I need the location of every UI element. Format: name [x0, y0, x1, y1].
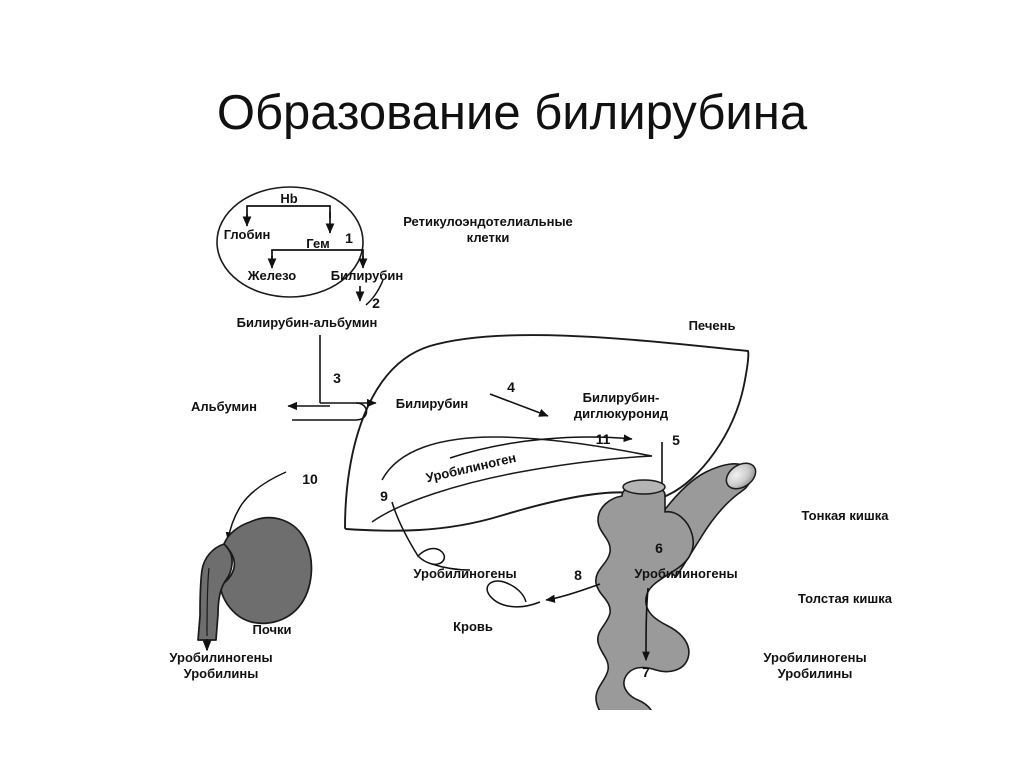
intestine-group: 6 Уробилиногены 7 Тонкая кишка Толстая к…: [595, 462, 893, 710]
bilirubin-metabolism-diagram: Hb Глобин Гем Железо Билирубин 1 Ретикул…: [0, 150, 1024, 710]
step-number-9: 9: [380, 488, 388, 504]
label-bilirubin-albumin: Билирубин-альбумин: [237, 315, 378, 330]
reticuloendothelial-cell-outline: [216, 186, 364, 298]
liver-outline: [344, 334, 750, 532]
label-iron: Железо: [247, 268, 296, 283]
step-number-5: 5: [672, 432, 680, 448]
conjugation-arrow: [489, 393, 549, 417]
conjugation-group: 4 Билирубин- диглюкуронид: [489, 379, 669, 421]
blood-group: 8 Уробилиногены Кровь: [413, 547, 601, 634]
blood-vessel-to-liver: [431, 563, 471, 571]
step-number-11: 11: [596, 431, 611, 447]
label-large-intestine: Толстая кишка: [798, 591, 893, 606]
step-number-2: 2: [372, 295, 380, 311]
label-hb: Hb: [280, 191, 297, 206]
label-small-intestine: Тонкая кишка: [802, 508, 890, 523]
step-number-1: 1: [345, 230, 353, 246]
blood-vessel-loop: [486, 580, 541, 608]
label-urine-urobilinogens: Уробилиногены: [169, 650, 272, 665]
kidney-body: [219, 517, 313, 625]
label-albumin: Альбумин: [191, 399, 257, 414]
step-number-10: 10: [302, 471, 318, 487]
label-kidney: Почки: [252, 622, 291, 637]
label-bilirubin-diglucuronide-line1: Билирубин-: [583, 390, 660, 405]
label-feces-urobilinogens: Уробилиногены: [763, 650, 866, 665]
step-number-7: 7: [642, 664, 650, 680]
step8-reabsorption-arrow: [545, 583, 601, 603]
kidney-ureter-inner-line: [206, 567, 210, 637]
page-title: Образование билирубина: [216, 85, 808, 140]
large-intestine-lumen: [622, 479, 666, 495]
liver-urobilinogen-group: Уробилиноген 9 10: [302, 450, 517, 504]
re-cell-exit-curve: [365, 279, 384, 306]
label-reticuloendothelial-line1: Ретикулоэндотелиальные: [403, 214, 573, 229]
step9-return-path: [391, 501, 419, 557]
bilirubin-albumin-transport-group: 2 Билирубин-альбумин: [237, 279, 384, 330]
label-blood: Кровь: [453, 619, 493, 634]
liver-lobe-divider: [381, 436, 653, 481]
label-reticuloendothelial-line2: клетки: [467, 230, 510, 245]
step10-to-kidney-path: [225, 471, 287, 542]
step11-arrow: [449, 434, 633, 459]
hb-fork-path: [246, 205, 331, 220]
enterohepatic-group: [391, 501, 419, 557]
step-number-6: 6: [655, 540, 663, 556]
label-urine-urobilins: Уробилины: [184, 666, 259, 681]
liver-group: Печень: [344, 318, 750, 532]
step-number-8: 8: [574, 567, 582, 583]
reconjugation-group: 11: [449, 431, 633, 459]
large-intestine-body: [595, 486, 694, 710]
small-intestine-lumen: [725, 462, 757, 490]
label-heme: Гем: [306, 236, 329, 251]
liver-lobe-divider-lower: [371, 455, 653, 523]
label-bilirubin-re: Билирубин: [331, 268, 403, 283]
label-feces-urobilins: Уробилины: [778, 666, 853, 681]
label-urobilinogen-liver: Уробилиноген: [424, 450, 517, 485]
label-bilirubin-liver: Билирубин: [396, 396, 468, 411]
hepatic-uptake-group: 3 Альбумин Билирубин: [191, 335, 468, 421]
heme-fork-path: [271, 249, 364, 262]
feces-excretion-line: [642, 587, 650, 662]
label-urobilinogens-intestine: Уробилиногены: [634, 566, 737, 581]
label-liver: Печень: [689, 318, 736, 333]
label-urobilinogens-blood: Уробилиногены: [413, 566, 516, 581]
step-number-3: 3: [333, 370, 341, 386]
reticuloendothelial-cell-group: Hb Глобин Гем Железо Билирубин 1 Ретикул…: [216, 186, 573, 298]
kidney-group: Почки Уробилиногены Уробилины: [169, 471, 313, 681]
label-globin: Глобин: [224, 227, 271, 242]
blood-vessel-upper-loop: [416, 547, 446, 566]
step-number-4: 4: [507, 379, 515, 395]
label-bilirubin-diglucuronide-line2: диглюкуронид: [574, 406, 669, 421]
